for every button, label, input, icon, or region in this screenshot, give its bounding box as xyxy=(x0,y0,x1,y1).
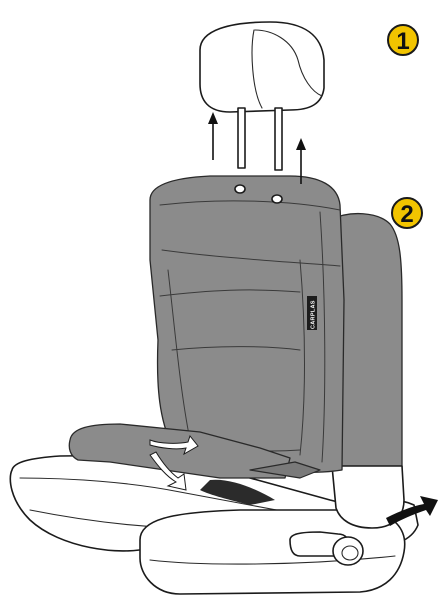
step-number: 1 xyxy=(396,28,409,55)
cover-tag: CARPLAS xyxy=(307,296,317,330)
step-badge-1: 1 xyxy=(388,25,418,55)
step-number: 2 xyxy=(400,201,413,228)
headrest xyxy=(200,22,324,170)
up-arrow-icon xyxy=(208,112,218,160)
step-badge-2: 2 xyxy=(392,198,422,228)
tag-text: CARPLAS xyxy=(311,300,317,329)
